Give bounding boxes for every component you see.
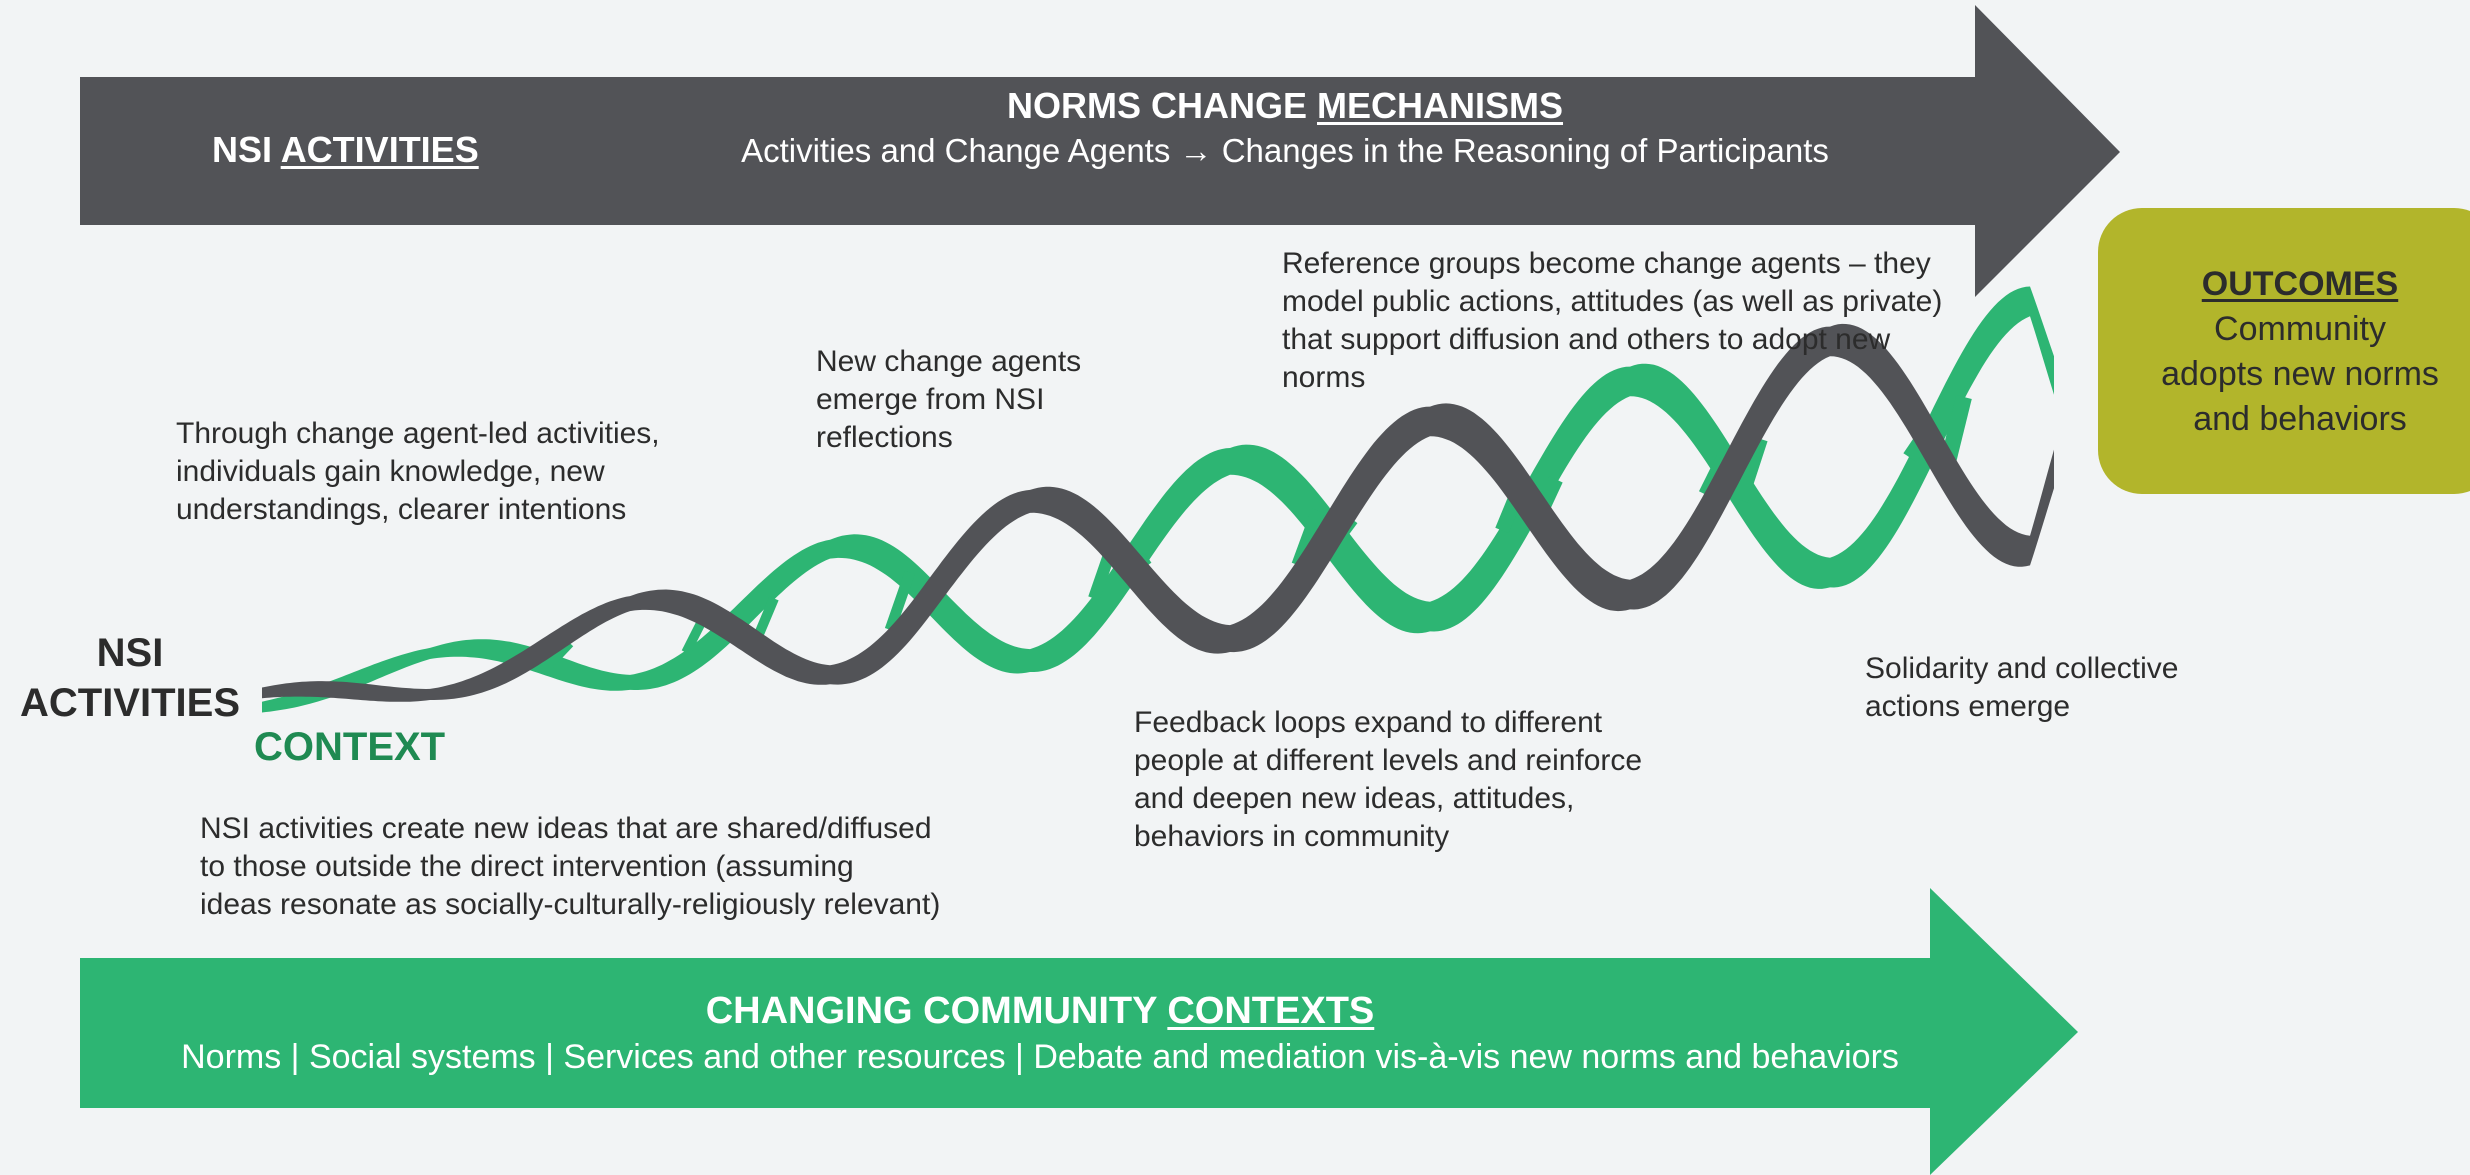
norms-mechanisms-title: NORMS CHANGE MECHANISMS [700, 84, 1870, 128]
norms-mechanisms-arrow [80, 5, 2120, 297]
annotation-line: understandings, clearer intentions [176, 493, 627, 526]
annotation-new-change-agents: New change agents emerge from NSI reflec… [816, 343, 1081, 457]
outcomes-box [2098, 208, 2470, 494]
annotation-nsi-diffusion: NSI activities create new ideas that are… [200, 810, 940, 924]
annotation-line: New change agents [816, 345, 1082, 378]
annotation-line: Feedback loops expand to different [1134, 706, 1603, 739]
outcomes-title: OUTCOMES [2201, 265, 2399, 303]
title-underlined: CONTEXTS [1167, 990, 1375, 1032]
activities-underlined: ACTIVITIES [280, 129, 479, 170]
annotation-line: NSI activities create new ideas that are… [200, 812, 932, 845]
outcomes-line-2: adopts new norms [2161, 355, 2439, 393]
outcomes-line-3: and behaviors [2193, 400, 2407, 438]
helix-rung [884, 570, 916, 632]
helix-rung [546, 640, 574, 668]
community-contexts-title: CHANGING COMMUNITY CONTEXTS [80, 988, 2000, 1034]
community-contexts-subtitle: Norms | Social systems | Services and ot… [181, 1038, 1899, 1076]
helix-green-strand [262, 286, 2054, 713]
annotation-reference-groups: Reference groups become change agents – … [1282, 245, 1942, 397]
annotation-line: emerge from NSI [816, 383, 1045, 416]
annotation-line: Through change agent-led activities, [176, 417, 660, 450]
helix-dark-strand [262, 323, 2054, 702]
title-prefix: CHANGING COMMUNITY [705, 990, 1168, 1032]
title-underlined: MECHANISMS [1317, 85, 1564, 126]
community-contexts-arrow [80, 888, 2078, 1175]
annotation-solidarity: Solidarity and collective actions emerge [1865, 650, 2179, 726]
dna-helix-graphic [262, 286, 2054, 713]
annotation-line: reflections [816, 421, 953, 454]
annotation-feedback-loops: Feedback loops expand to different peopl… [1134, 704, 1642, 856]
annotation-change-agent-activities: Through change agent-led activities, ind… [176, 415, 660, 529]
context-label: CONTEXT [254, 725, 446, 769]
annotation-line: Solidarity and collective [1865, 652, 2179, 685]
annotation-line: norms [1282, 361, 1366, 394]
annotation-line: that support diffusion and others to ado… [1282, 323, 1891, 356]
annotation-line: behaviors in community [1134, 820, 1450, 853]
annotation-line: individuals gain knowledge, new [176, 455, 605, 488]
annotation-line: actions emerge [1865, 690, 2071, 723]
nsi-activities-label: NSI ACTIVITIES [8, 628, 252, 728]
activities-label: ACTIVITIES [19, 681, 241, 725]
title-prefix: NORMS CHANGE [1006, 85, 1317, 126]
helix-rung [1732, 436, 1768, 503]
annotation-line: to those outside the direct intervention… [200, 850, 854, 883]
nsi-label: NSI [96, 631, 164, 675]
outcomes-text: OUTCOMES Community adopts new norms and … [2110, 262, 2470, 442]
top-arrow-activities-label: NSI ACTIVITIES [212, 128, 479, 172]
annotation-line: and deepen new ideas, attitudes, [1134, 782, 1575, 815]
annotation-line: Reference groups become change agents – … [1282, 247, 1931, 280]
annotation-line: ideas resonate as socially-culturally-re… [200, 888, 941, 921]
activities-prefix: NSI [212, 129, 281, 170]
norms-mechanisms-subtitle: Activities and Change Agents → Changes i… [741, 132, 1829, 169]
outcomes-line-1: Community [2214, 310, 2386, 348]
annotation-line: model public actions, attitudes (as well… [1282, 285, 1943, 318]
annotation-line: people at different levels and reinforce [1134, 744, 1643, 777]
